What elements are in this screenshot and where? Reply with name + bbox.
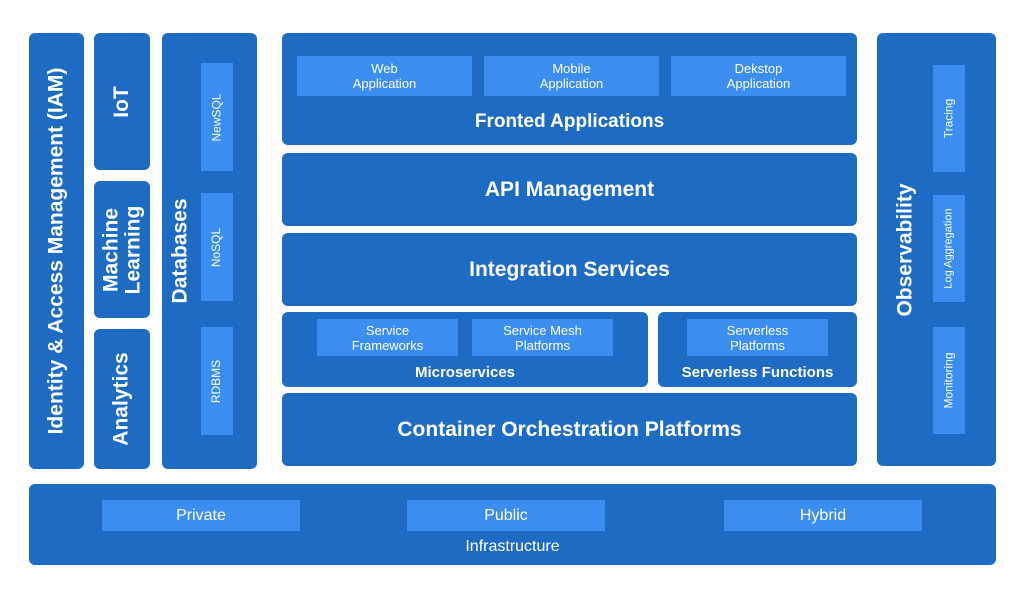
infra-public: Public [407, 500, 605, 531]
db-rdbms: RDBMS [201, 327, 233, 435]
databases-label-wrap: Databases [166, 33, 196, 469]
db-rdbms-label: RDBMS [209, 359, 224, 403]
machine-learning-label: Machine Learning [99, 205, 144, 294]
db-nosql-label: NoSQL [209, 227, 224, 267]
iam-label: Identity & Access Management (IAM) [44, 67, 68, 435]
obs-log-aggregation-label: Log Aggregation [942, 208, 955, 289]
infra-hybrid: Hybrid [724, 500, 922, 531]
iot-label: IoT [110, 85, 133, 118]
frontend-web: Web Application [297, 56, 472, 96]
microservices-label: Microservices [414, 363, 516, 381]
analytics-label-wrap: Analytics [94, 329, 150, 469]
obs-log-aggregation: Log Aggregation [933, 195, 965, 302]
integration-services-label: Integration Services [469, 257, 670, 281]
api-management-label: API Management [484, 177, 655, 201]
infra-private-label: Private [176, 507, 226, 524]
db-newsql: NewSQL [201, 63, 233, 171]
machine-learning-block [94, 181, 150, 318]
frontend-mobile-label: Mobile Application [539, 61, 604, 91]
container-orchestration-block [282, 393, 857, 466]
db-nosql: NoSQL [201, 193, 233, 301]
infra-hybrid-label: Hybrid [799, 507, 847, 524]
frontend-desktop-label: Dekstop Application [726, 61, 791, 91]
frontend-web-label: Web Application [352, 61, 417, 91]
iot-block [94, 33, 150, 170]
serverless-platforms: Serverless Platforms [687, 319, 828, 356]
infra-private: Private [102, 500, 300, 531]
frontend-label: Fronted Applications [474, 111, 665, 132]
obs-monitoring: Monitoring [933, 327, 965, 434]
iam-label-wrap: Identity & Access Management (IAM) [29, 33, 84, 469]
infrastructure-label: Infrastructure [465, 538, 560, 555]
machine-learning-label-wrap: Machine Learning [94, 181, 150, 318]
api-management-block [282, 153, 857, 226]
ms-service-frameworks-label: Service Frameworks [351, 322, 424, 353]
iam-block [29, 33, 84, 469]
integration-services-block [282, 233, 857, 306]
db-newsql-label: NewSQL [209, 92, 224, 142]
ms-service-frameworks: Service Frameworks [317, 319, 458, 356]
serverless-platforms-label: Serverless Platforms [726, 322, 789, 353]
observability-label: Observability [894, 182, 917, 317]
obs-monitoring-label: Monitoring [941, 352, 956, 409]
ms-service-mesh: Service Mesh Platforms [472, 319, 613, 356]
frontend-desktop: Dekstop Application [671, 56, 846, 96]
analytics-label: Analytics [110, 352, 133, 446]
observability-label-wrap: Observability [888, 33, 924, 466]
infra-public-label: Public [484, 507, 528, 524]
container-orchestration-label: Container Orchestration Platforms [397, 417, 742, 441]
ms-service-mesh-label: Service Mesh Platforms [503, 322, 582, 353]
serverless-label: Serverless Functions [681, 363, 834, 381]
analytics-block [94, 329, 150, 469]
frontend-mobile: Mobile Application [484, 56, 659, 96]
databases-label: Databases [169, 198, 192, 304]
obs-tracing-label: Tracing [941, 98, 956, 139]
iot-label-wrap: IoT [94, 33, 150, 170]
obs-tracing: Tracing [933, 65, 965, 172]
